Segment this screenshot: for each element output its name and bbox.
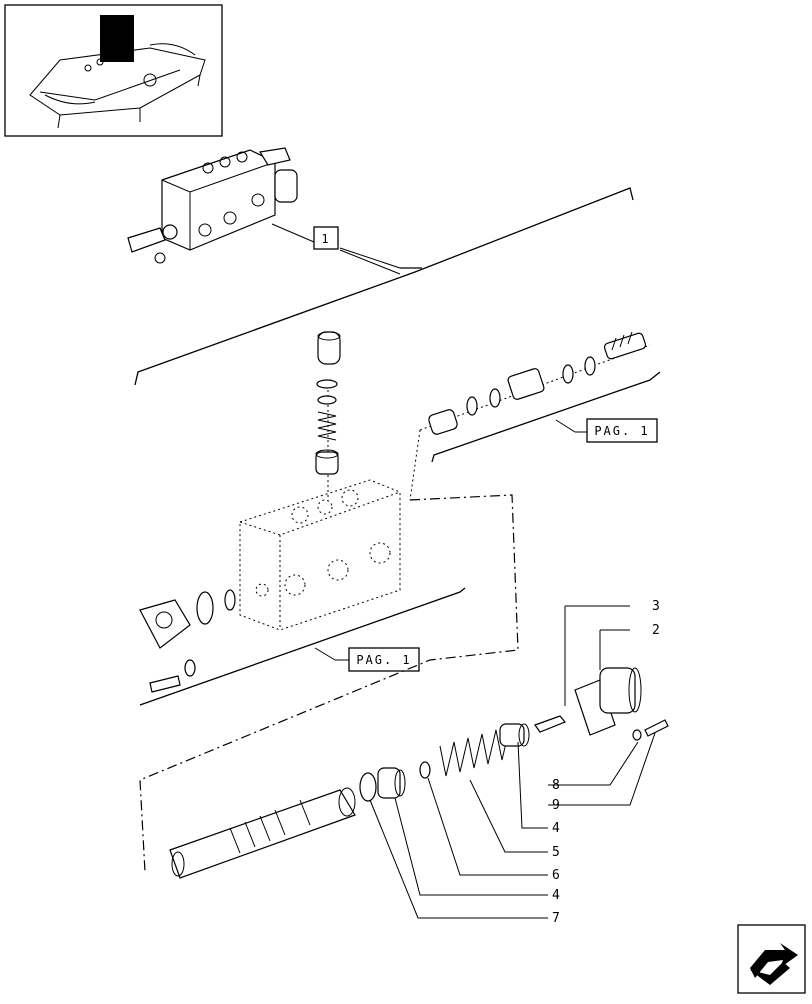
section-outline: [139, 494, 519, 873]
spring-assembly-parts: [359, 715, 566, 802]
tractor-lift-cover-thumbnail: [29, 15, 206, 129]
callout-label: 6: [552, 868, 560, 883]
page-reference-2: PAG. 1: [314, 647, 420, 672]
callout-label: 7: [552, 911, 560, 926]
callout-label: 4: [552, 821, 560, 836]
left-cover-parts: [139, 589, 236, 693]
bracket-line: [134, 187, 634, 386]
vertical-valve-parts: [315, 331, 341, 500]
page-reference-1: PAG. 1: [555, 418, 658, 443]
connector-dotted: [409, 429, 421, 501]
callout-label: 3: [652, 599, 660, 614]
callout-label: 8: [552, 778, 560, 793]
valve-body-phantom: [239, 479, 401, 631]
page-reference-label: PAG. 1: [594, 424, 649, 438]
callout-labels: 3 2 8 9 4 5 6 4 7: [552, 599, 660, 926]
callout-label: 2: [652, 623, 660, 638]
callout-label: 5: [552, 845, 560, 860]
page-reference-label: PAG. 1: [356, 653, 411, 667]
bracket-line: [431, 371, 661, 463]
bracket-line: [139, 587, 466, 706]
reference-box: 1: [271, 223, 401, 275]
thumbnail-panel: [4, 4, 223, 137]
next-page-arrow-icon[interactable]: [737, 924, 806, 994]
reference-box-label: 1: [321, 232, 330, 246]
main-spool: [169, 787, 356, 879]
end-cover-parts: [574, 667, 669, 741]
callout-label: 4: [552, 888, 560, 903]
upper-horizontal-parts: [419, 331, 651, 435]
valve-block-assembled: [127, 147, 298, 264]
callout-leaders: [369, 605, 656, 919]
callout-label: 9: [552, 798, 560, 813]
